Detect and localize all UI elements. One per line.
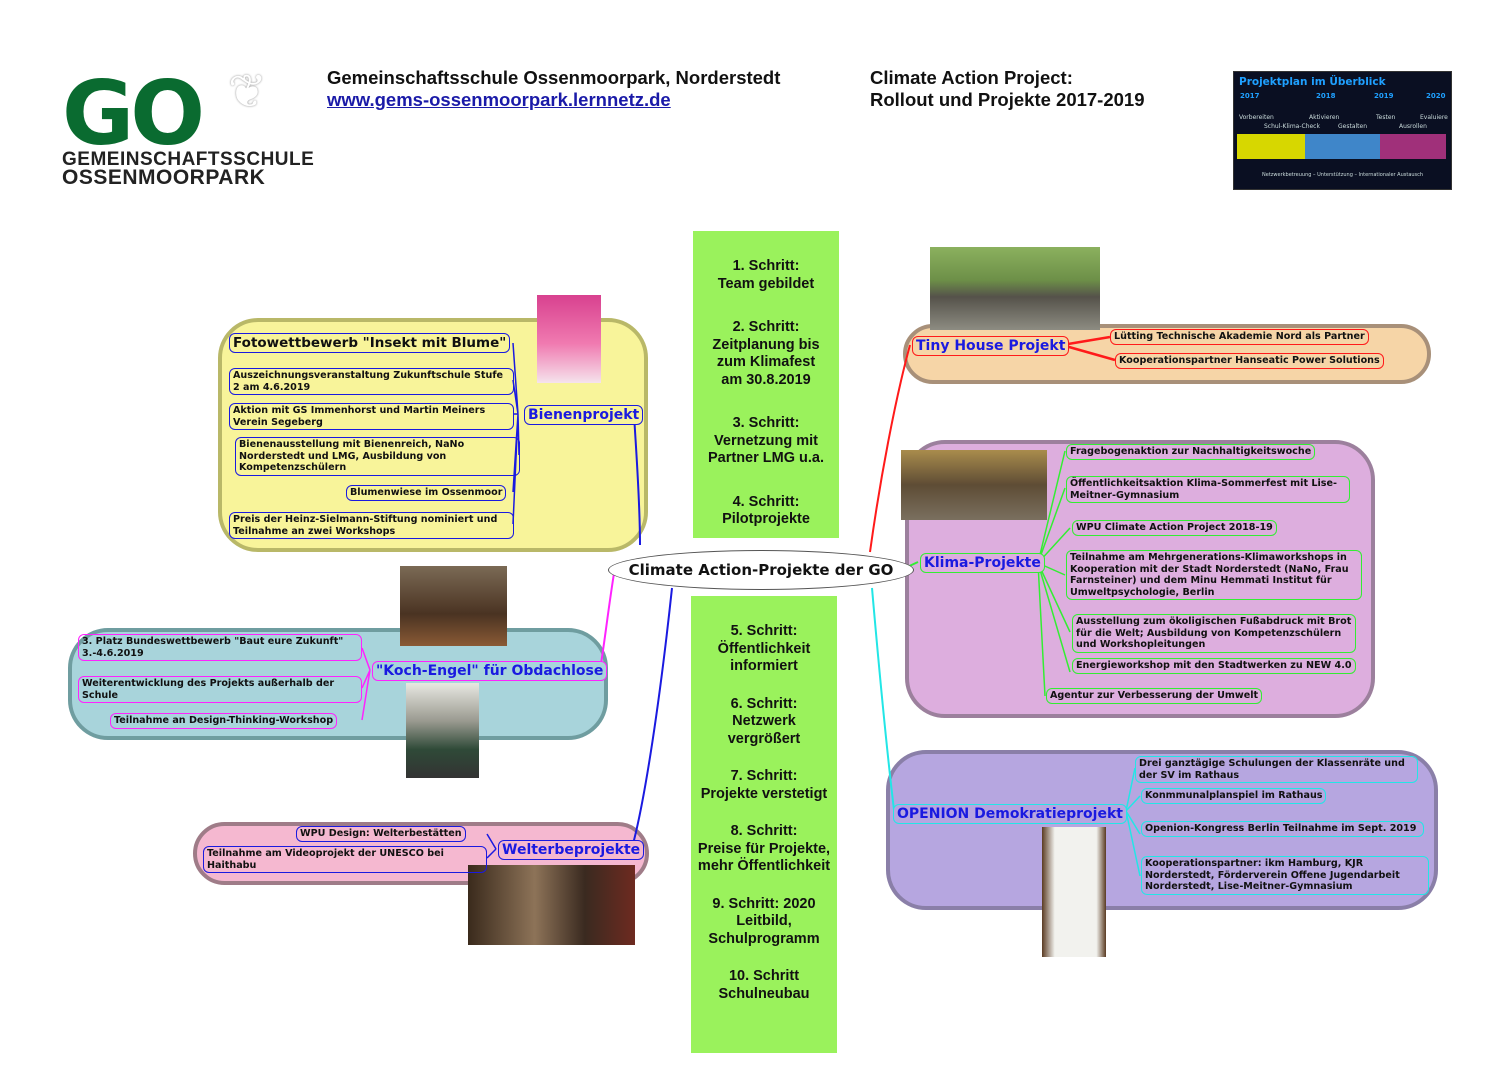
bienen-item[interactable]: Fotowettbewerb "Insekt mit Blume" bbox=[229, 333, 511, 353]
koch-item[interactable]: Teilnahme an Design-Thinking-Workshop bbox=[110, 713, 338, 729]
step: 3. Schritt: Vernetzung mit Partner LMG u… bbox=[707, 415, 825, 466]
klima-item[interactable]: Öffentlichkeitsaktion Klima-Sommerfest m… bbox=[1066, 476, 1350, 503]
plan-footer: Netzwerkbetreuung – Unterstützung – Inte… bbox=[1262, 172, 1424, 178]
step: 5. Schritt: Öffentlichkeit informiert bbox=[717, 623, 811, 674]
step: 2. Schritt: Zeitplanung bis zum Klimafes… bbox=[712, 319, 820, 388]
school-header: Gemeinschaftsschule Ossenmoorpark, Norde… bbox=[327, 67, 780, 111]
step: 4. Schritt: Pilotprojekte bbox=[722, 493, 810, 528]
koch-item[interactable]: 3. Platz Bundeswettbewerb "Baut eure Zuk… bbox=[78, 634, 362, 661]
koch-photo-2 bbox=[406, 683, 479, 778]
step: 10. Schritt Schulneubau bbox=[718, 968, 810, 1002]
plan-phase-3 bbox=[1380, 134, 1446, 159]
plan-label: Ausrollen bbox=[1399, 123, 1427, 130]
branch-klima-projekte[interactable]: Klima-Projekte bbox=[920, 553, 1045, 573]
plan-year: 2017 bbox=[1240, 92, 1260, 100]
line-koch bbox=[599, 566, 616, 671]
plan-title: Projektplan im Überblick bbox=[1239, 76, 1386, 88]
central-topic[interactable]: Climate Action-Projekte der GO bbox=[608, 550, 914, 590]
branch-openion[interactable]: OPENION Demokratieprojekt bbox=[893, 804, 1127, 824]
step: 6. Schritt: Netzwerk vergrößert bbox=[727, 695, 801, 747]
bienen-item[interactable]: Blumenwiese im Ossenmoor bbox=[346, 485, 507, 501]
klima-photo bbox=[901, 450, 1047, 520]
school-website-link[interactable]: www.gems-ossenmoorpark.lernnetz.de bbox=[327, 89, 671, 110]
step: 7. Schritt: Projekte verstetigt bbox=[700, 768, 828, 802]
openion-cloud bbox=[886, 750, 1438, 910]
koch-item[interactable]: Weiterentwicklung des Projekts außerhalb… bbox=[78, 676, 362, 703]
koch-cloud bbox=[68, 628, 608, 740]
klima-item[interactable]: Agentur zur Verbesserung der Umwelt bbox=[1046, 688, 1263, 704]
klima-item[interactable]: Energieworkshop mit den Stadtwerken zu N… bbox=[1072, 658, 1356, 674]
go-logo: GO bbox=[62, 62, 205, 165]
line-tiny bbox=[869, 344, 911, 553]
logo-subtitle-2: OSSENMOORPARK bbox=[62, 166, 266, 189]
step: 8. Schritt: Preise für Projekte, mehr Öf… bbox=[697, 823, 831, 874]
klima-item[interactable]: Teilnahme am Mehrgenerations-Klimaworksh… bbox=[1066, 550, 1362, 600]
welterbe-item[interactable]: Teilnahme am Videoprojekt der UNESCO bei… bbox=[203, 846, 487, 873]
branch-welterbeprojekte[interactable]: Welterbeprojekte bbox=[498, 840, 645, 860]
tiny-item[interactable]: Kooperationspartner Hanseatic Power Solu… bbox=[1115, 353, 1384, 369]
welterbe-photo bbox=[468, 865, 635, 945]
klima-item[interactable]: WPU Climate Action Project 2018-19 bbox=[1072, 520, 1277, 536]
koch-photo-1 bbox=[400, 566, 507, 646]
bienen-item[interactable]: Preis der Heinz-Sielmann-Stiftung nomini… bbox=[229, 512, 514, 539]
bee-poster-image bbox=[537, 295, 601, 383]
plan-year: 2019 bbox=[1374, 92, 1394, 100]
openion-item[interactable]: Kooperationspartner: ikm Hamburg, KJR No… bbox=[1141, 856, 1429, 895]
openion-item[interactable]: Openion-Kongress Berlin Teilnahme im Sep… bbox=[1141, 821, 1424, 837]
tiny-item[interactable]: Lütting Technische Akademie Nord als Par… bbox=[1110, 329, 1369, 345]
plan-label: Aktivieren bbox=[1309, 114, 1340, 121]
project-title-line2: Rollout und Projekte 2017-2019 bbox=[870, 89, 1145, 110]
openion-item[interactable]: Drei ganztägige Schulungen der Klassenrä… bbox=[1135, 756, 1418, 783]
plan-year: 2018 bbox=[1316, 92, 1336, 100]
bienen-item[interactable]: Auszeichnungsveranstaltung Zukunftschule… bbox=[229, 368, 514, 395]
logo-subtitle-1: GEMEINSCHAFTSSCHULE bbox=[62, 149, 315, 170]
plan-label: Gestalten bbox=[1338, 123, 1368, 130]
klima-item[interactable]: Ausstellung zum ökoligischen Fußabdruck … bbox=[1072, 614, 1356, 653]
plan-phase-2 bbox=[1305, 134, 1380, 159]
step: 9. Schritt: 2020 Leitbild, Schulprogramm bbox=[708, 895, 820, 947]
line-bienen bbox=[633, 413, 641, 546]
branch-koch-engel[interactable]: "Koch-Engel" für Obdachlose bbox=[372, 661, 608, 681]
project-plan-image: Projektplan im Überblick 2017 2018 2019 … bbox=[1233, 71, 1452, 190]
team-photo bbox=[930, 247, 1100, 330]
branch-bienenprojekt[interactable]: Bienenprojekt bbox=[524, 405, 644, 425]
plan-label: Testen bbox=[1376, 114, 1396, 121]
klima-item[interactable]: Fragebogenaktion zur Nachhaltigkeitswoch… bbox=[1066, 444, 1316, 460]
step: 1. Schritt: Team gebildet bbox=[717, 258, 815, 292]
line-welterbe bbox=[631, 587, 673, 849]
openion-item[interactable]: Konmmunalplanspiel im Rathaus bbox=[1141, 788, 1327, 804]
school-name: Gemeinschaftsschule Ossenmoorpark, Norde… bbox=[327, 67, 781, 88]
plan-phase-1 bbox=[1237, 134, 1305, 159]
plan-label: Schul-Klima-Check bbox=[1264, 123, 1320, 130]
steps-column-bottom: 5. Schritt: Öffentlichkeit informiert 6.… bbox=[691, 596, 837, 1053]
butterfly-icon: ❦ bbox=[228, 64, 267, 118]
welterbe-item[interactable]: WPU Design: Welterbestätten bbox=[296, 826, 466, 842]
openion-flipchart-photo bbox=[1042, 827, 1106, 957]
project-title: Climate Action Project: Rollout und Proj… bbox=[870, 67, 1145, 111]
project-title-line1: Climate Action Project: bbox=[870, 67, 1073, 88]
bienen-item[interactable]: Bienenausstellung mit Bienenreich, NaNo … bbox=[235, 437, 520, 476]
line-openion bbox=[871, 587, 895, 811]
plan-year: 2020 bbox=[1426, 92, 1446, 100]
steps-column-top: 1. Schritt: Team gebildet 2. Schritt: Ze… bbox=[693, 231, 839, 538]
plan-label: Vorbereiten bbox=[1239, 114, 1274, 121]
plan-label: Evaluiere bbox=[1420, 114, 1448, 121]
bienen-item[interactable]: Aktion mit GS Immenhorst und Martin Mein… bbox=[229, 403, 514, 430]
branch-tiny-house[interactable]: Tiny House Projekt bbox=[912, 336, 1070, 356]
